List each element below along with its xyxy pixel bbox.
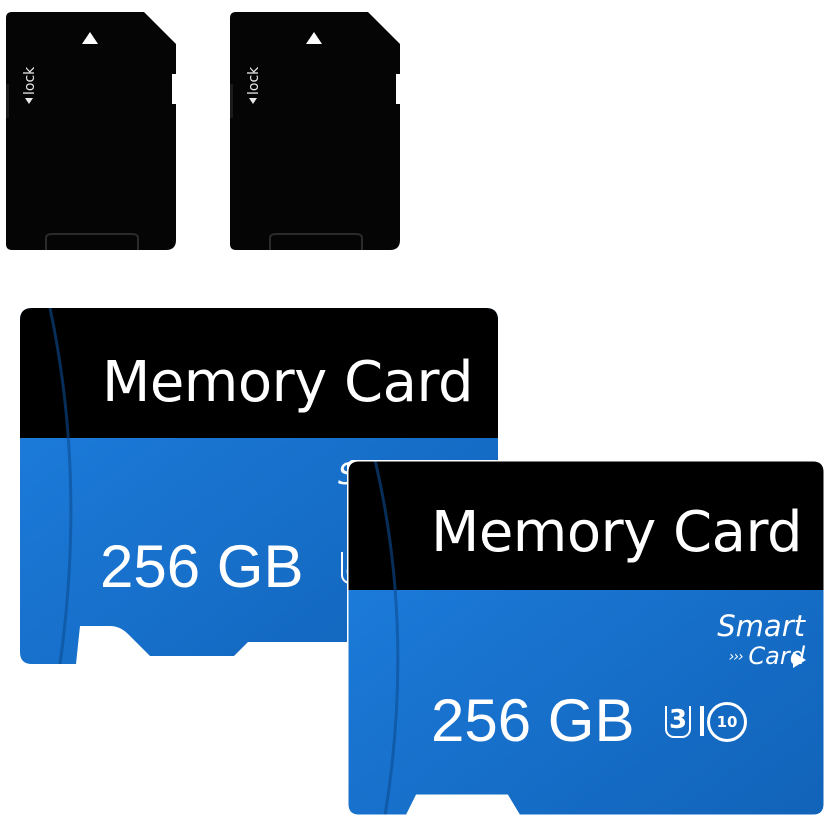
play-triangle-icon	[793, 652, 806, 668]
smart-card-logo: Smart ›››Card	[717, 609, 805, 670]
sd-adapter-body	[6, 12, 176, 250]
lock-label: lock	[22, 64, 38, 104]
capacity-label: 256 GB	[100, 533, 304, 600]
uhs-bar-icon	[700, 706, 704, 736]
up-arrow-icon	[82, 32, 98, 44]
microsd-card: Memory Card Smart ›››Card 256 GB 3 10	[347, 460, 827, 816]
uhs-speed-class-icon: 3	[665, 706, 691, 738]
microsd-card-body	[347, 460, 827, 816]
chevrons-icon: ›››	[728, 649, 744, 665]
sd-adapter-body	[230, 12, 400, 250]
sd-adapter: lock	[230, 12, 400, 250]
class-10-icon: 10	[707, 702, 747, 742]
card-title: Memory Card	[102, 350, 474, 415]
lock-label: lock	[246, 64, 262, 104]
capacity-label: 256 GB	[431, 687, 635, 754]
card-title: Memory Card	[431, 500, 803, 565]
up-arrow-icon	[306, 32, 322, 44]
sd-adapter: lock	[6, 12, 176, 250]
